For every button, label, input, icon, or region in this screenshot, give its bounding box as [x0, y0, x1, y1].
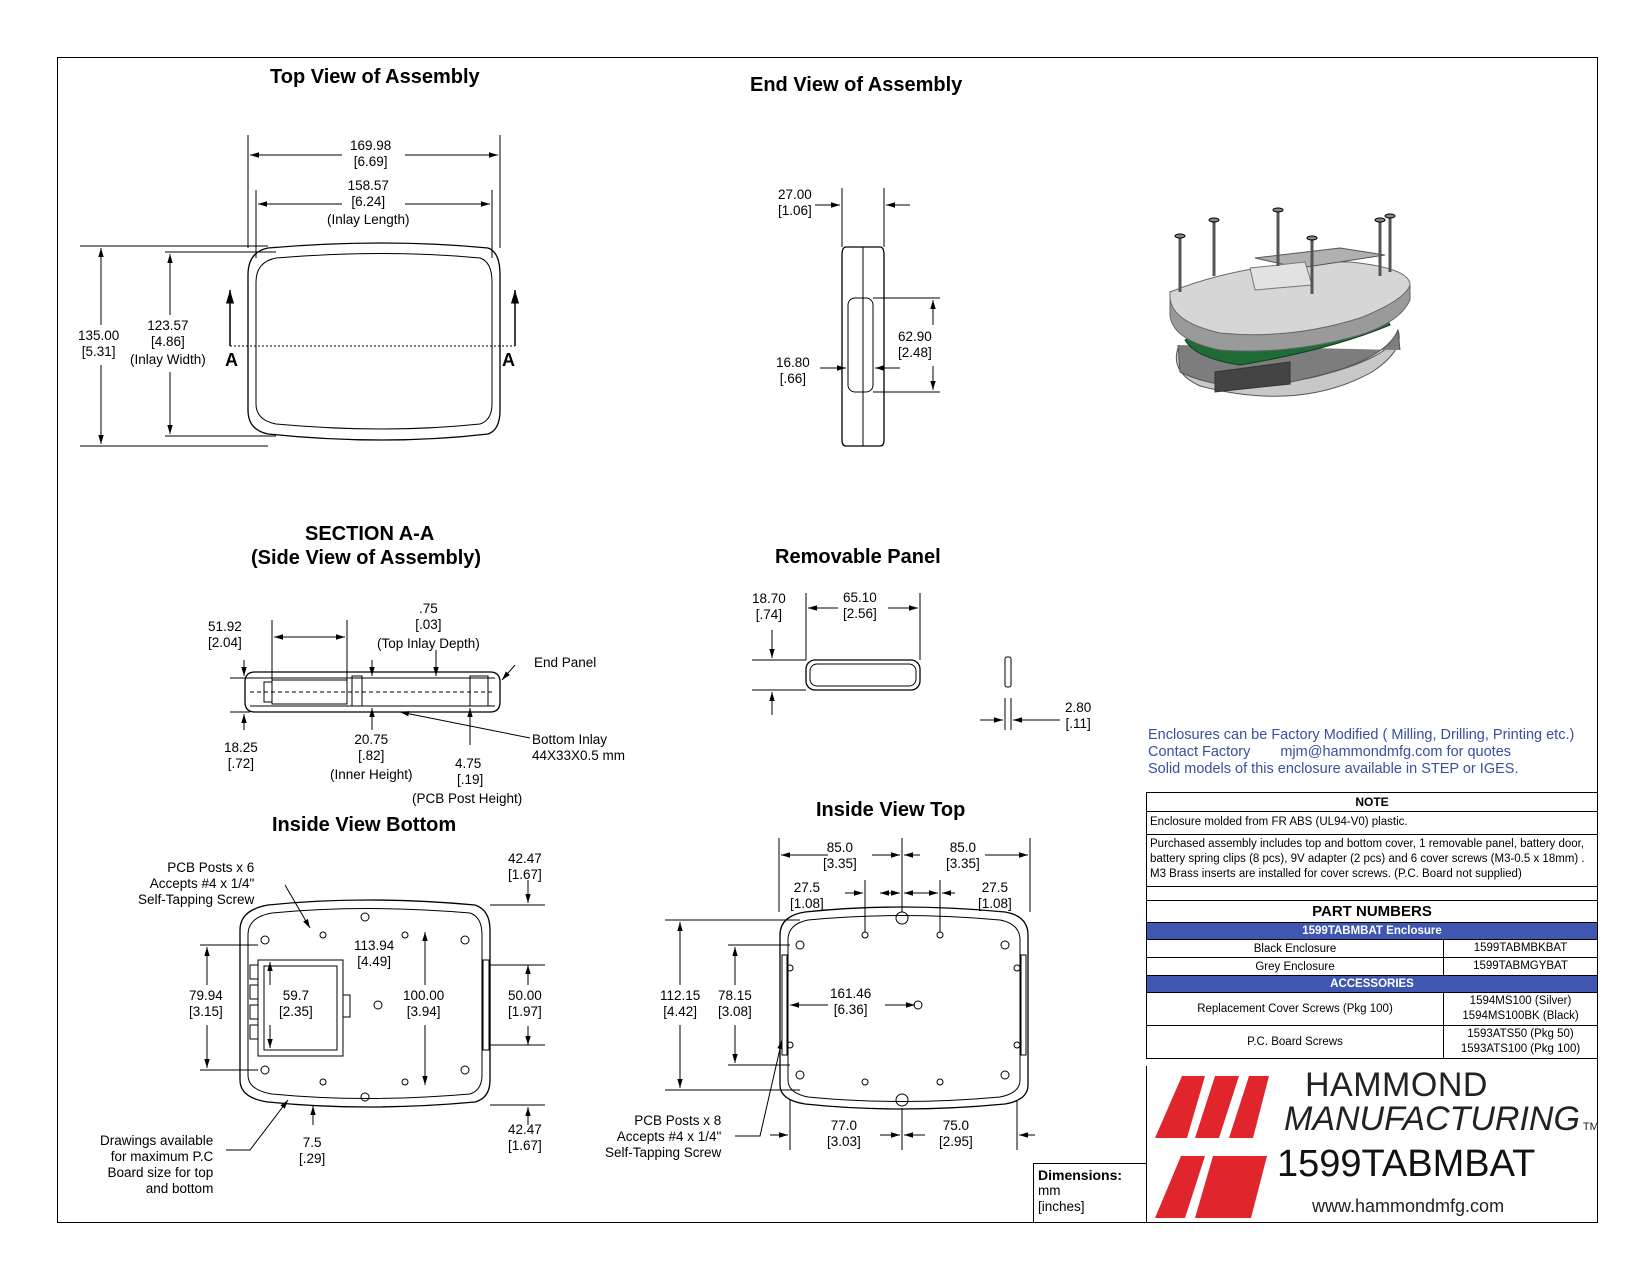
- note-material: Enclosure molded from FR ABS (UL94-V0) p…: [1147, 812, 1597, 835]
- section-marker-left: A: [225, 350, 238, 370]
- dim-bottom-top-offset: 42.47[1.67]: [508, 851, 542, 882]
- inside-top-dims: [665, 838, 1035, 1150]
- title-inside-top: Inside View Top: [816, 799, 966, 821]
- dim-panel-thickness: 2.80[.11]: [1065, 700, 1092, 731]
- dim-bottom-side-center: 50.00[1.97]: [508, 988, 542, 1019]
- band-enclosure: 1599TABMBAT Enclosure: [1147, 923, 1597, 940]
- section-marker-right: A: [502, 350, 515, 370]
- dim-top-half-right: 85.0[3.35]: [946, 840, 980, 871]
- dim-end-panel-height: 16.80[.66]: [776, 355, 810, 386]
- title-removable-panel: Removable Panel: [775, 546, 941, 568]
- dim-panel-height: 18.70[.74]: [752, 591, 786, 622]
- dimensions-title: Dimensions:: [1038, 1167, 1123, 1183]
- label-end-panel: End Panel: [534, 655, 597, 670]
- dim-top-inner-length: 161.46[6.36]: [830, 986, 872, 1017]
- inside-top-outline: [779, 906, 1029, 1110]
- dim-overall-length: 169.98[6.69]: [350, 138, 392, 169]
- factory-note: Enclosures can be Factory Modified ( Mil…: [1148, 727, 1575, 777]
- section-dims: [230, 620, 531, 745]
- notes-header: NOTE: [1147, 793, 1597, 812]
- dim-inlay-width: 123.57[4.86](Inlay Width): [130, 318, 206, 367]
- title-end-view: End View of Assembly: [750, 74, 963, 96]
- band-accessories: ACCESSORIES: [1147, 976, 1597, 993]
- dim-top-inlay-depth: .75[.03](Top Inlay Depth): [377, 601, 480, 651]
- title-section-sub: (Side View of Assembly): [251, 547, 482, 569]
- dim-inlay-length: 158.57[6.24](Inlay Length): [327, 178, 410, 227]
- dim-bottom-edge-offset: 7.5[.29]: [299, 1135, 326, 1166]
- dim-top-bottom-left: 77.0[3.03]: [827, 1118, 861, 1149]
- dim-bottom-post-span: 100.00[3.94]: [403, 988, 445, 1019]
- dim-top-post-height: 78.15[3.08]: [718, 988, 752, 1019]
- top-view-outline: [225, 242, 520, 441]
- dim-inner-height: 20.75[.82](Inner Height): [330, 732, 413, 782]
- dim-bottom-inner-length: 113.94[4.49]: [354, 938, 395, 969]
- part-numbers-header: PART NUMBERS: [1147, 901, 1597, 923]
- panel-dims: [752, 593, 1060, 730]
- dim-bottom-bottom-offset: 42.47[1.67]: [508, 1122, 542, 1153]
- dim-end-panel-width: 62.90[2.48]: [898, 329, 932, 360]
- dim-section-length: 51.92[2.04]: [208, 619, 242, 650]
- logo-stripe: [1155, 1076, 1205, 1138]
- notes-table: NOTE Enclosure molded from FR ABS (UL94-…: [1146, 792, 1598, 1059]
- trademark: TM: [1582, 1121, 1599, 1133]
- dim-top-bottom-right: 75.0[2.95]: [939, 1118, 973, 1149]
- hammond-logo-mark: [1155, 1076, 1269, 1218]
- note-assembly: Purchased assembly includes top and bott…: [1147, 835, 1597, 887]
- dimensions-inches: [inches]: [1038, 1199, 1085, 1214]
- logo-stripe: [1229, 1076, 1269, 1138]
- assembly-3d-illustration: [1169, 207, 1411, 397]
- model-number: 1599TABMBAT: [1277, 1143, 1536, 1185]
- factory-email: mjm@hammondmfg.com for quotes: [1280, 744, 1512, 760]
- end-view-dims: [815, 188, 940, 393]
- inside-bottom-outline: [239, 899, 491, 1108]
- dim-overall-width: 135.00[5.31]: [78, 328, 120, 359]
- dim-top-post-right: 27.5[1.08]: [978, 880, 1012, 911]
- dim-bottom-battery-height: 79.94[3.15]: [189, 988, 223, 1019]
- dimensions-legend: Dimensions: mm [inches]: [1033, 1163, 1146, 1223]
- logo-stripe: [1155, 1156, 1205, 1218]
- website-url: www.hammondmfg.com: [1312, 1196, 1505, 1216]
- top-view-dims: [80, 135, 501, 447]
- notes-spacer: [1147, 887, 1597, 901]
- drawing-frame: [57, 57, 1598, 1223]
- panel-outline: [805, 656, 1012, 691]
- dim-pcb-post-height: 4.75[.19](PCB Post Height): [412, 756, 523, 806]
- end-view-outline: [841, 246, 885, 447]
- logo-stripe: [1195, 1076, 1239, 1138]
- dim-top-post-left: 27.5[1.08]: [790, 880, 824, 911]
- logo-stripe: [1195, 1156, 1267, 1218]
- section-outline: [244, 671, 501, 713]
- dim-panel-length: 65.10[2.56]: [843, 590, 877, 621]
- title-inside-bottom: Inside View Bottom: [272, 814, 457, 836]
- dim-top-half-left: 85.0[3.35]: [823, 840, 857, 871]
- brand-name-1: HAMMOND: [1305, 1066, 1488, 1104]
- inside-bottom-dims: [200, 880, 545, 1151]
- dimensions-mm: mm: [1038, 1183, 1061, 1198]
- dim-bottom-battery-width: 59.7[2.35]: [279, 988, 313, 1019]
- dim-section-height: 18.25[.72]: [224, 740, 258, 771]
- title-top-view: Top View of Assembly: [270, 66, 480, 88]
- title-section: SECTION A-A: [305, 523, 435, 545]
- dim-top-outer-height: 112.15[4.42]: [660, 988, 701, 1019]
- part-row-cover-screws: Replacement Cover Screws (Pkg 100)1594MS…: [1147, 993, 1597, 1026]
- dim-end-height: 27.00[1.06]: [778, 187, 812, 218]
